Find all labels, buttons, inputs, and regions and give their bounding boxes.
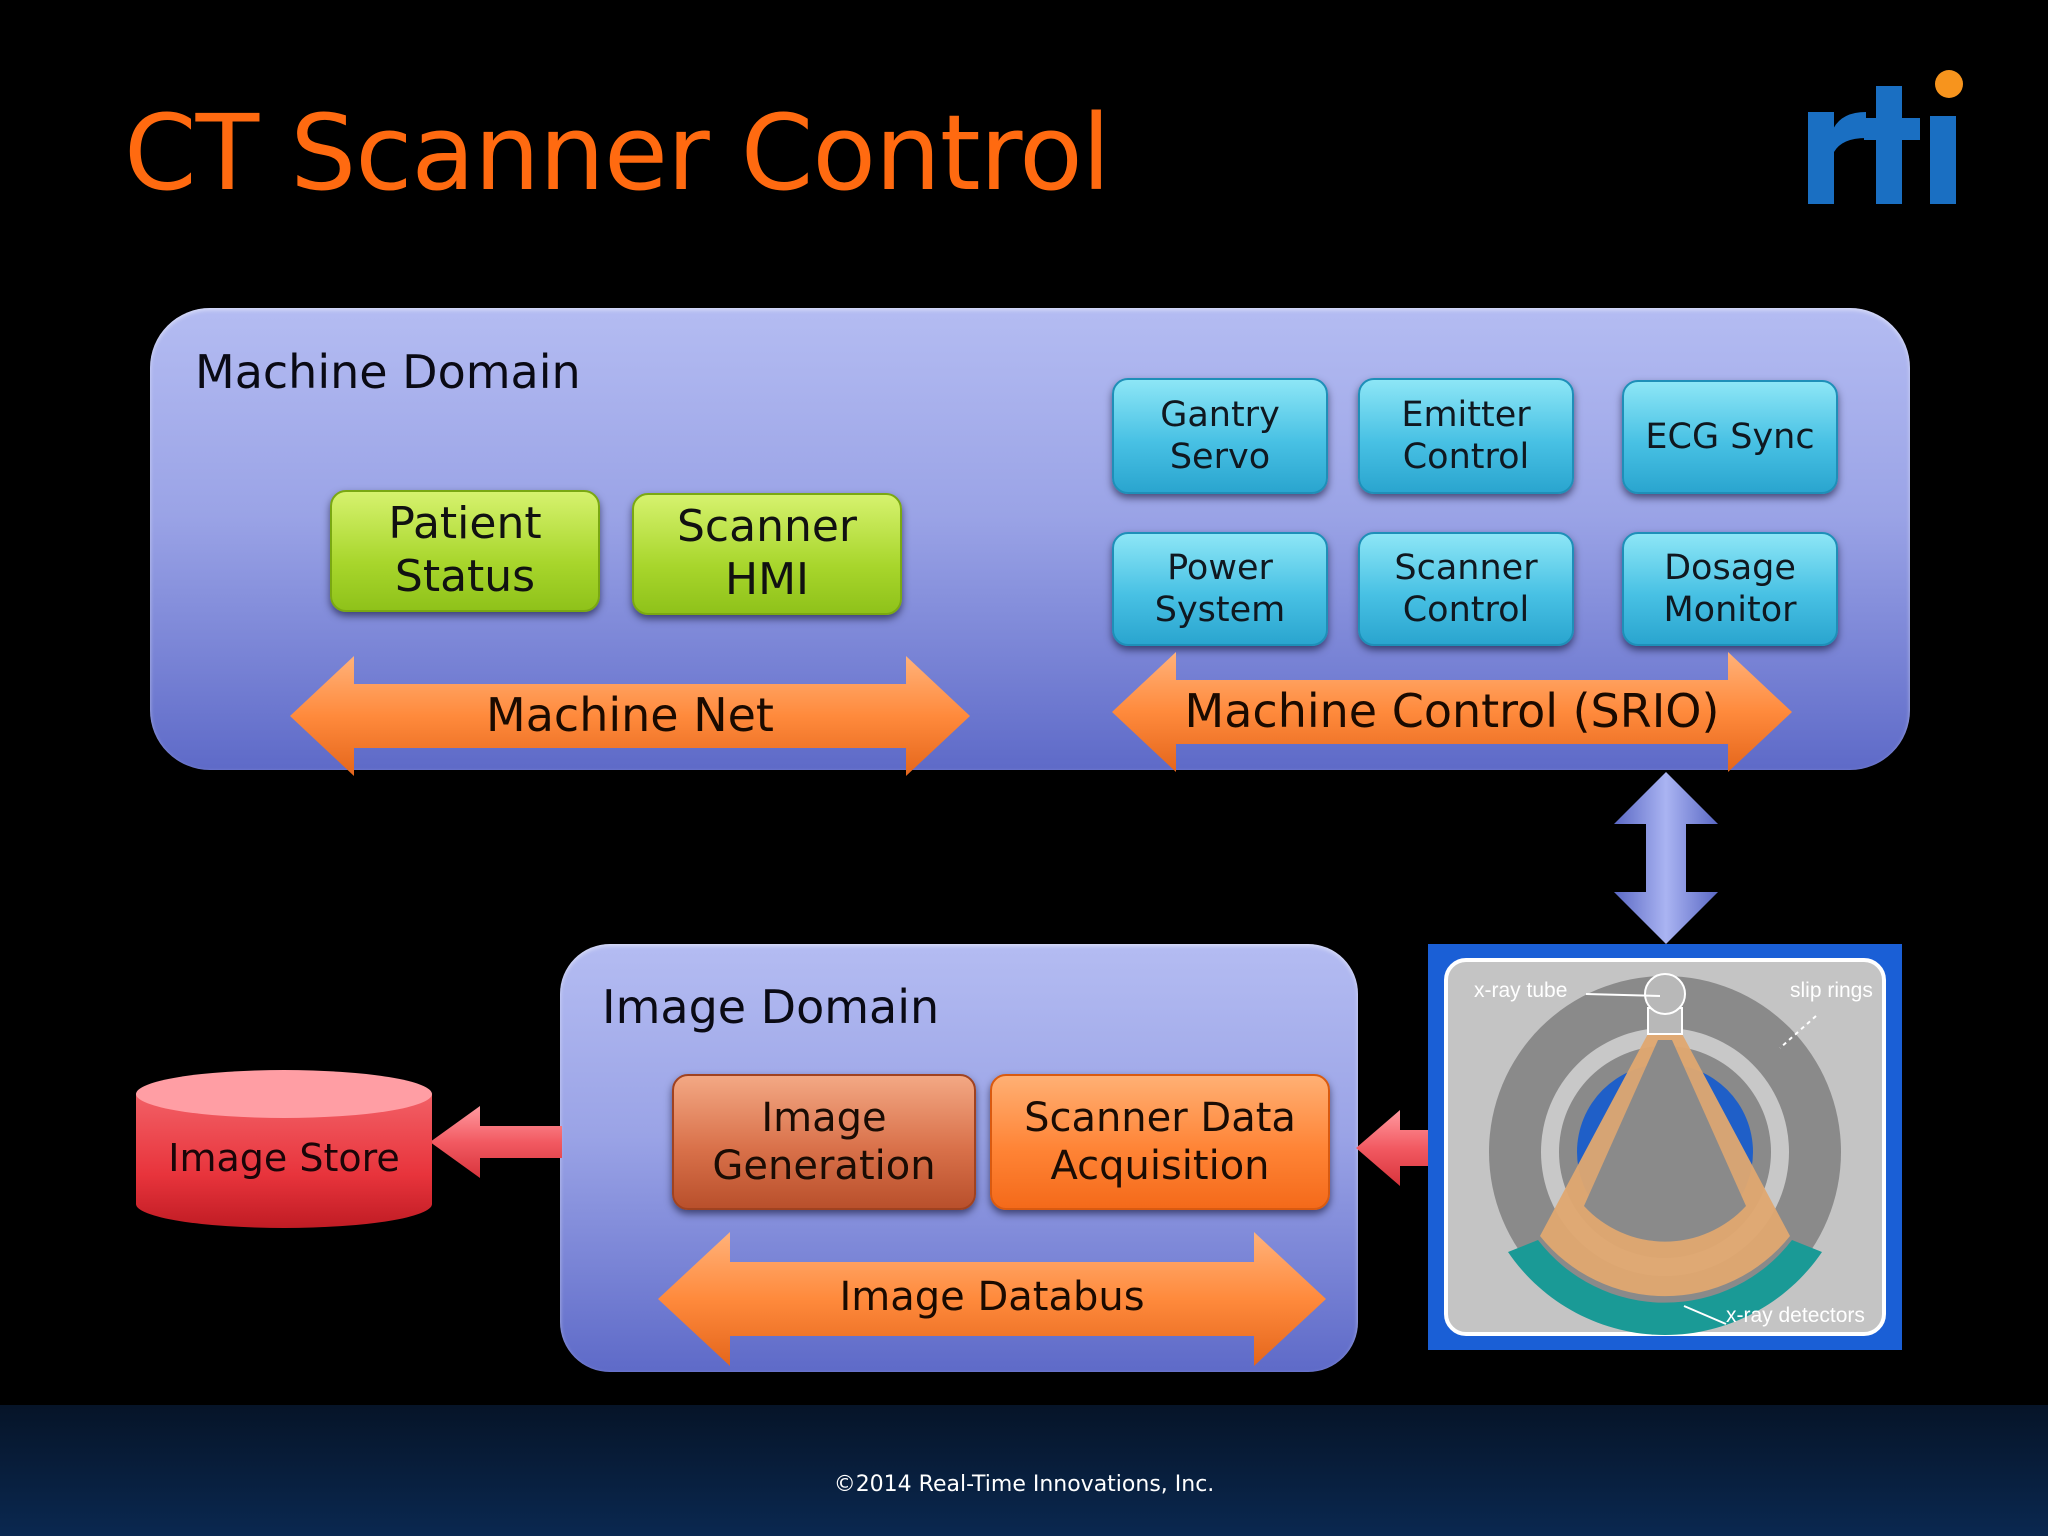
to-image-store-arrow bbox=[430, 1106, 562, 1178]
xray-tube-label: x-ray tube bbox=[1474, 979, 1567, 1002]
image-domain-label: Image Domain bbox=[602, 980, 940, 1034]
power-system-box: Power System bbox=[1112, 532, 1328, 646]
ecg-sync-box: ECG Sync bbox=[1622, 380, 1838, 494]
image-store-label: Image Store bbox=[168, 1136, 400, 1180]
image-generation-box: Image Generation bbox=[672, 1074, 976, 1210]
copyright-footer: ©2014 Real-Time Innovations, Inc. bbox=[833, 1472, 1215, 1497]
slide-title: CT Scanner Control bbox=[124, 92, 1111, 214]
slip-rings-label: slip rings bbox=[1790, 979, 1873, 1002]
machine-net-arrow bbox=[290, 656, 970, 776]
dosage-monitor-box: Dosage Monitor bbox=[1622, 532, 1838, 646]
patient-status-box: Patient Status bbox=[330, 490, 600, 612]
emitter-control-box: Emitter Control bbox=[1358, 378, 1574, 494]
image-databus-label: Image Databus bbox=[839, 1274, 1145, 1320]
footer-background bbox=[0, 1405, 2048, 1536]
scanner-control-box: Scanner Control bbox=[1358, 532, 1574, 646]
machine-control-arrow bbox=[1112, 652, 1792, 772]
ct-scanner-illustration: x-ray tube slip rings x-ray detectors bbox=[1428, 944, 1902, 1350]
rti-logo-icon bbox=[1808, 70, 1963, 204]
scanner-hmi-box: Scanner HMI bbox=[632, 493, 902, 615]
machine-control-label: Machine Control (SRIO) bbox=[1184, 684, 1720, 738]
vertical-link-arrow bbox=[1614, 772, 1718, 944]
machine-domain-label: Machine Domain bbox=[195, 345, 581, 399]
image-store-cylinder-icon bbox=[136, 1070, 432, 1228]
scanner-data-acquisition-box: Scanner Data Acquisition bbox=[990, 1074, 1330, 1210]
gantry-servo-box: Gantry Servo bbox=[1112, 378, 1328, 494]
machine-net-label: Machine Net bbox=[486, 688, 774, 742]
xray-detectors-label: x-ray detectors bbox=[1726, 1304, 1865, 1327]
image-databus-arrow bbox=[658, 1232, 1326, 1366]
from-scanner-arrow bbox=[1356, 1110, 1428, 1186]
